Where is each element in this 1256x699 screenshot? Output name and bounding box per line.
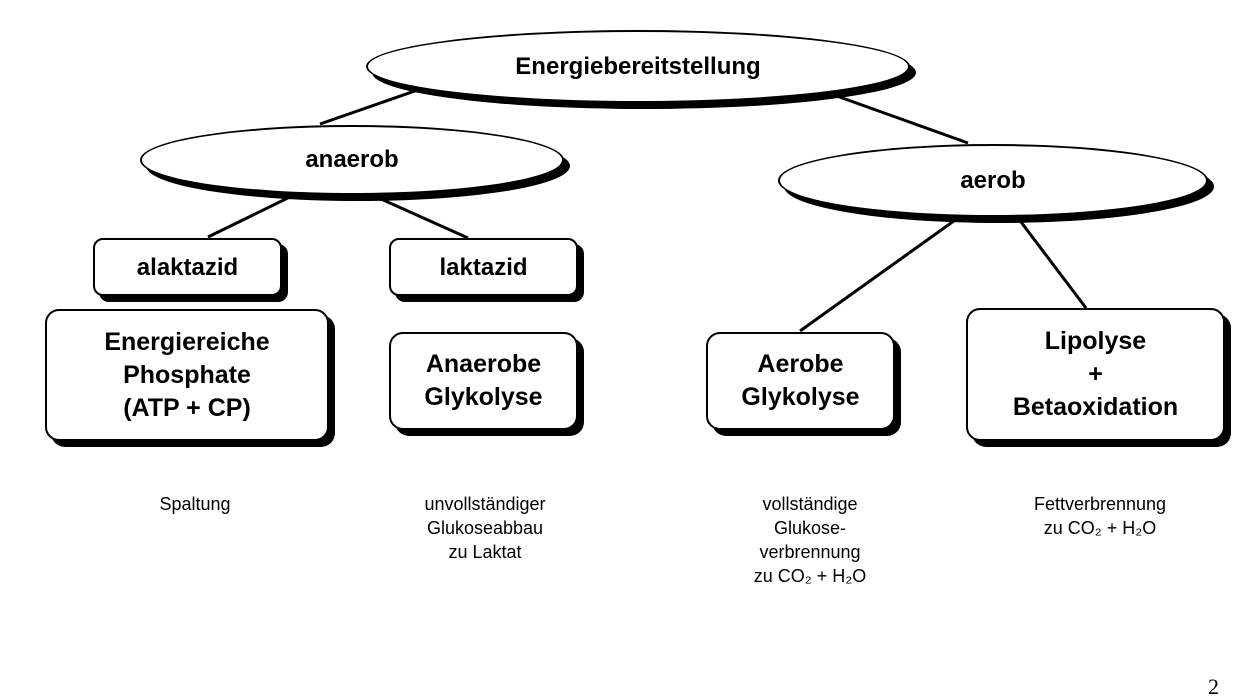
lipolyse-line-2: + bbox=[1088, 360, 1103, 388]
node-energiebereitstellung: Energiebereitstellung bbox=[366, 30, 910, 103]
node-anaerob: anaerob bbox=[140, 125, 564, 195]
node-lipolyse-betaoxidation: Lipolyse + Betaoxidation bbox=[966, 308, 1225, 441]
node-aerob: aerob bbox=[778, 144, 1208, 217]
node-aerob-label: aerob bbox=[960, 166, 1026, 194]
connector-anaerob-alaktazid bbox=[207, 191, 299, 239]
description-spaltung: Spaltung bbox=[95, 492, 295, 516]
description-unvollstaendiger-glukoseabbau: unvollständiger Glukoseabbau zu Laktat bbox=[380, 492, 590, 564]
description-line: zu CO₂ + H₂O bbox=[753, 566, 867, 586]
connector-aerob-aerobe-glykolyse bbox=[799, 216, 959, 333]
connector-anaerob-laktazid bbox=[371, 193, 469, 240]
connector-aerob-lipolyse bbox=[1016, 217, 1088, 309]
phosphate-line-1: Energiereiche bbox=[104, 327, 270, 356]
connector-root-anaerob bbox=[319, 83, 433, 126]
description-line: zu CO₂ + H₂O bbox=[1043, 518, 1157, 538]
node-alaktazid-label: alaktazid bbox=[136, 253, 239, 281]
node-energiebereitstellung-label: Energiebereitstellung bbox=[515, 52, 761, 80]
phosphate-line-3: (ATP + CP) bbox=[123, 393, 251, 422]
node-energiereiche-phosphate: Energiereiche Phosphate (ATP + CP) bbox=[45, 309, 329, 441]
anaerobe-glykolyse-line-1: Anaerobe bbox=[425, 350, 542, 378]
anaerobe-glykolyse-line-2: Glykolyse bbox=[424, 383, 543, 411]
description-line: Glukoseabbau bbox=[426, 518, 544, 538]
description-line: unvollständiger bbox=[424, 494, 546, 514]
node-laktazid: laktazid bbox=[389, 238, 578, 296]
description-vollstaendige-verbrennung: vollständige Glukose- verbrennung zu CO₂… bbox=[705, 492, 915, 588]
page-number: 2 bbox=[1208, 674, 1219, 699]
connector-root-aerob bbox=[819, 88, 969, 145]
description-line: Spaltung bbox=[159, 494, 231, 514]
node-anaerobe-glykolyse: Anaerobe Glykolyse bbox=[389, 332, 578, 430]
description-line: verbrennung bbox=[759, 542, 861, 562]
description-fettverbrennung: Fettverbrennung zu CO₂ + H₂O bbox=[995, 492, 1205, 540]
description-line: Glukose- bbox=[773, 518, 847, 538]
phosphate-line-2: Phosphate bbox=[123, 360, 251, 389]
lipolyse-line-1: Lipolyse bbox=[1044, 327, 1147, 355]
aerobe-glykolyse-line-1: Aerobe bbox=[757, 350, 844, 378]
node-anaerob-label: anaerob bbox=[305, 146, 399, 173]
node-laktazid-label: laktazid bbox=[439, 253, 528, 281]
aerobe-glykolyse-line-2: Glykolyse bbox=[741, 383, 860, 411]
node-aerobe-glykolyse: Aerobe Glykolyse bbox=[706, 332, 895, 430]
description-line: Fettverbrennung bbox=[1033, 494, 1167, 514]
description-line: vollständige bbox=[762, 494, 858, 514]
node-alaktazid: alaktazid bbox=[93, 238, 282, 296]
description-line: zu Laktat bbox=[448, 542, 522, 562]
lipolyse-line-3: Betaoxidation bbox=[1012, 393, 1179, 421]
